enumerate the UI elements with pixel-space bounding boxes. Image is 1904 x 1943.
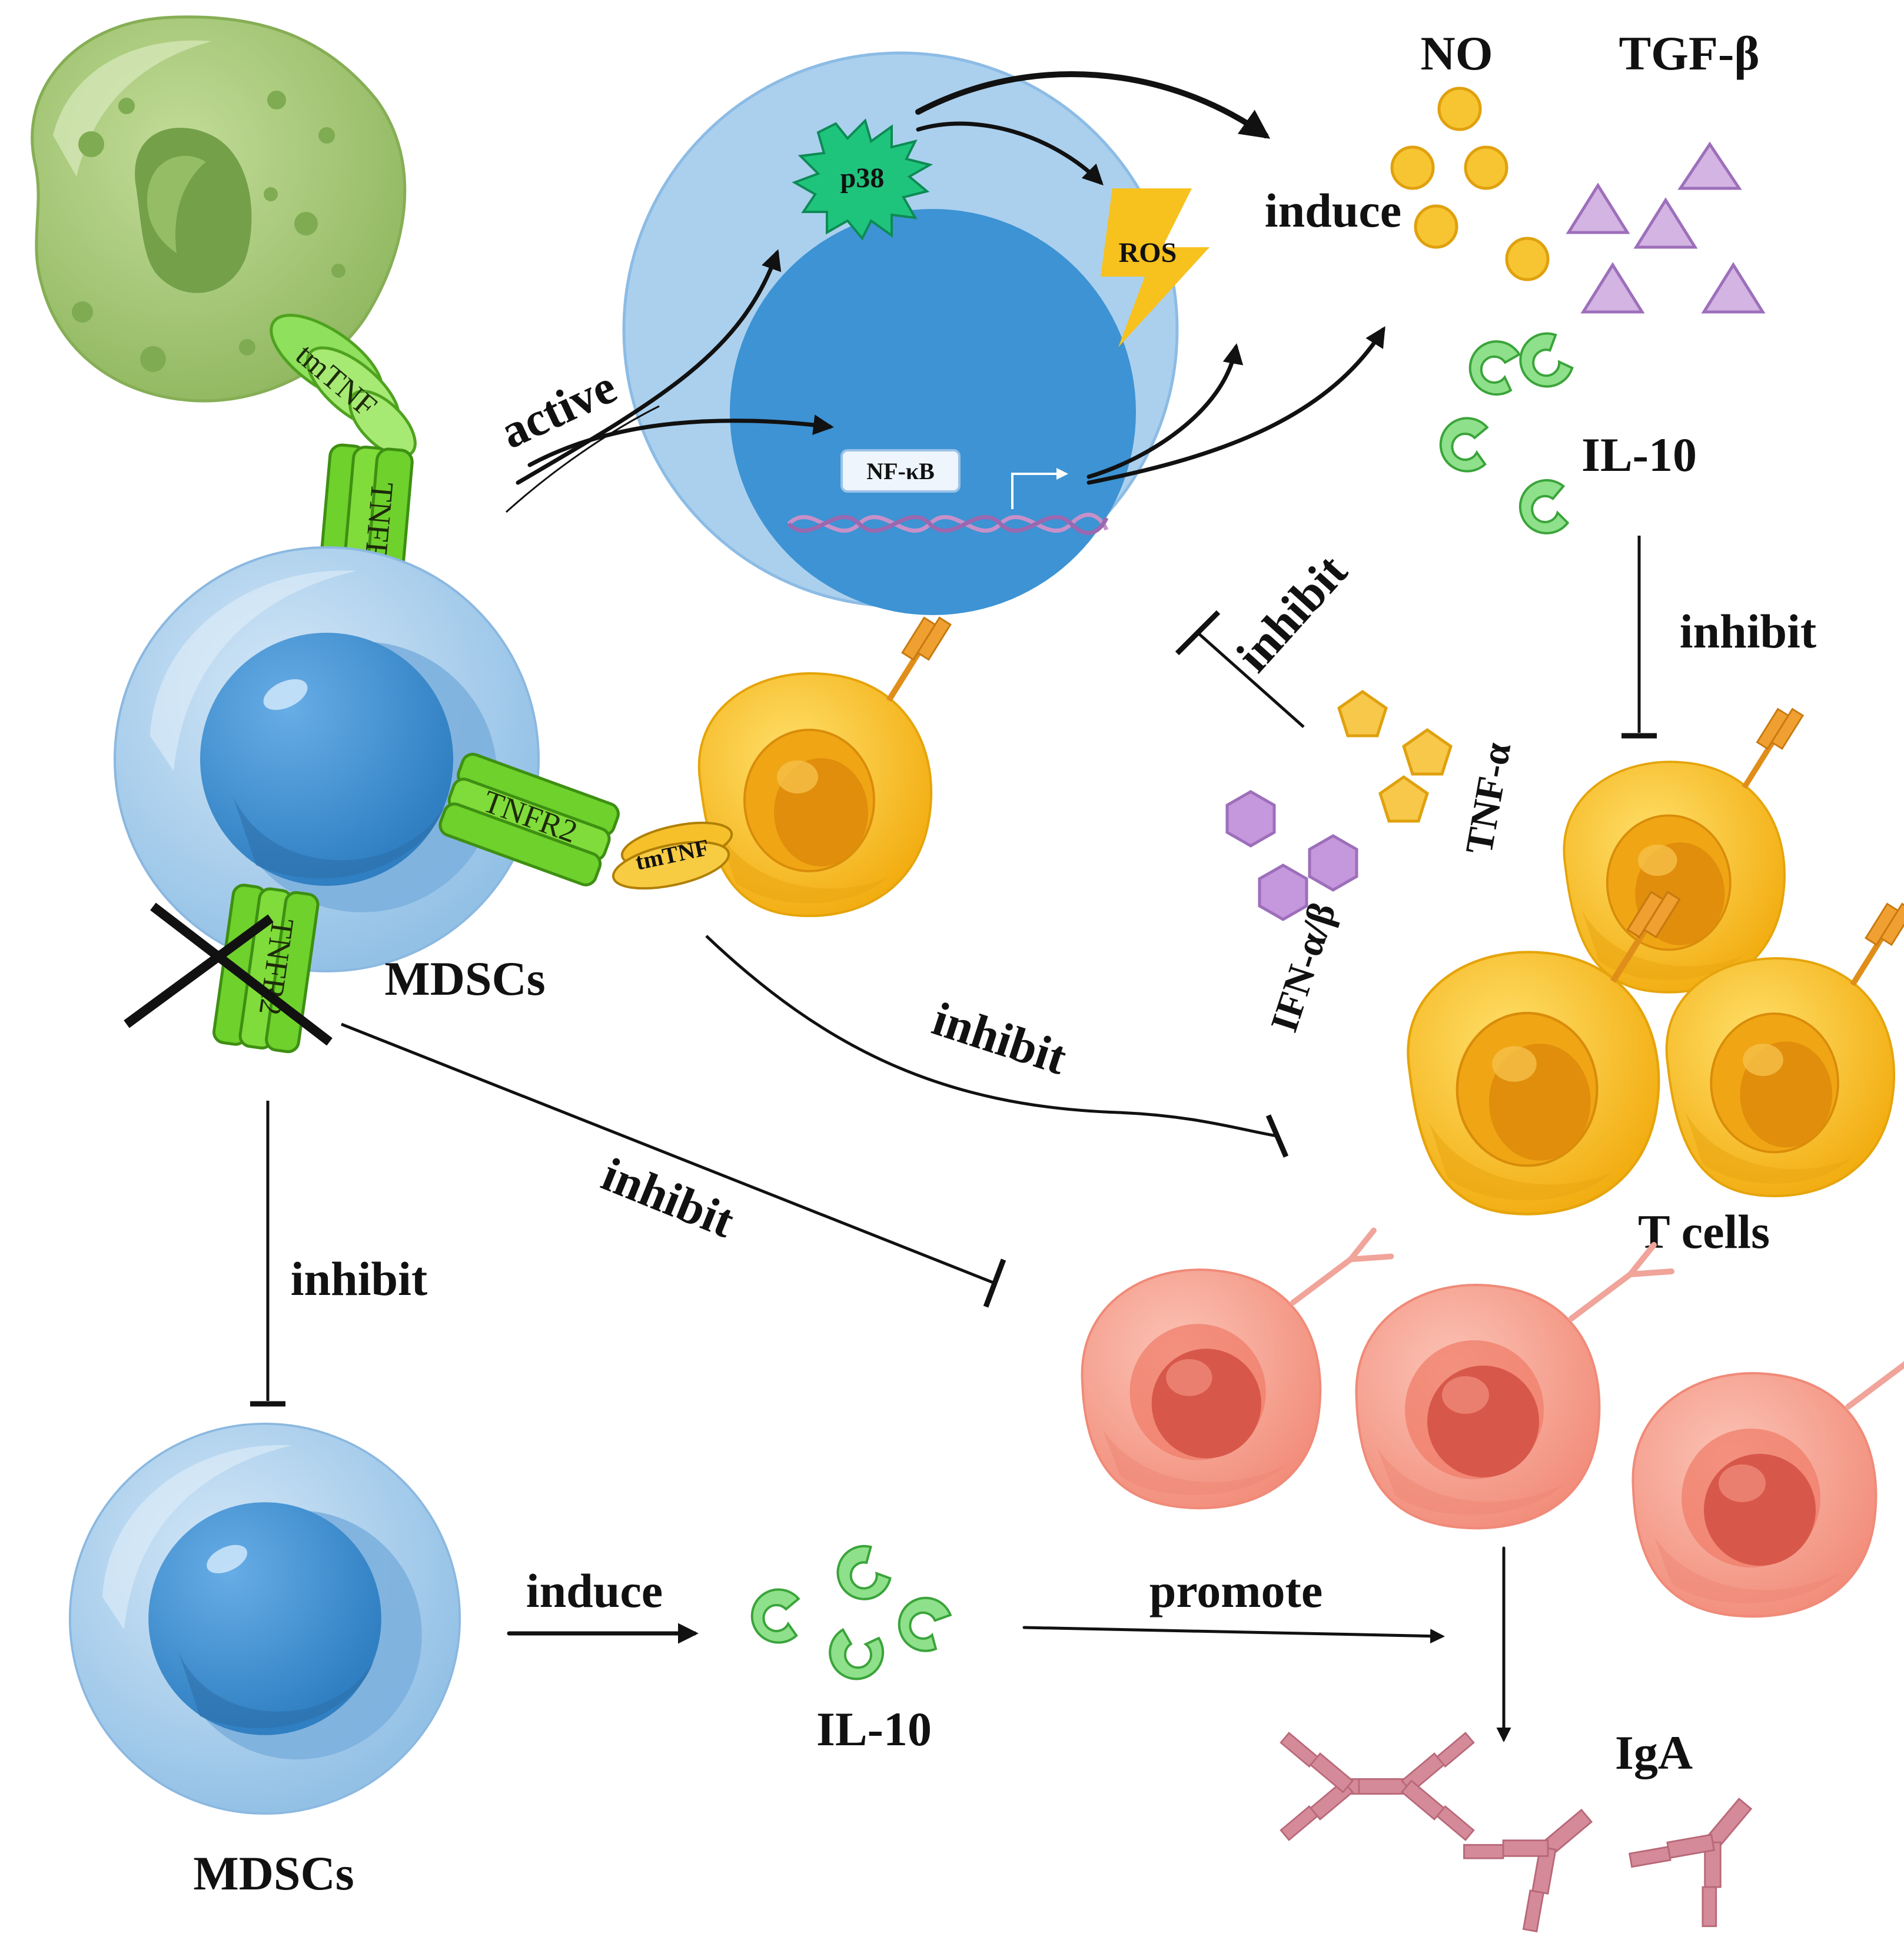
ros-lightning-icon [1101, 188, 1209, 347]
mdsc-center-label: MDSCs [384, 952, 545, 1005]
induce-bottom-label: induce [526, 1564, 663, 1617]
active-arrow-to-nfkb [527, 414, 834, 467]
no-label: NO [1421, 26, 1493, 80]
cytokine-inhibit-bar [1175, 610, 1221, 656]
dna-helix-icon [787, 513, 1109, 535]
promote-arrow [1022, 1626, 1445, 1644]
il10-bottom-molecules-icon [743, 1539, 962, 1690]
bcell-right-icon [1633, 1333, 1904, 1616]
tmtnf-right-icon [612, 821, 733, 890]
active-label: active [492, 360, 624, 459]
mdsc-bcell-inhibit-bar [983, 1258, 1006, 1308]
il10-top-molecules-icon [1432, 328, 1576, 539]
induce-top-label: induce [1265, 184, 1401, 237]
mdsc-bcell-inhibit-line [341, 1022, 995, 1285]
tnfa-label: TNF-α [1457, 739, 1519, 858]
tcell-attached-icon [699, 617, 951, 916]
tcells-label: T cells [1638, 1205, 1770, 1258]
iga-antibody-icon [1280, 1732, 1789, 1938]
inhibit-bcells-label: inhibit [594, 1147, 742, 1248]
nfkb-to-mediators-arrow [1086, 326, 1385, 485]
nfkb-label: NF-κB [866, 458, 935, 484]
ros-label: ROS [1119, 237, 1177, 268]
bcell-left-icon [1082, 1231, 1391, 1509]
macrophage-cell-icon [31, 15, 407, 403]
tnfr2-right-icon [438, 752, 620, 886]
cross-mark-icon [124, 902, 333, 1046]
p38-to-mediators-arrow [915, 71, 1271, 139]
promote-label: promote [1149, 1564, 1323, 1617]
promoter-arrow [1011, 473, 1056, 509]
tnfa-molecules-icon [1337, 689, 1453, 823]
tgfb-label: TGF-β [1619, 26, 1759, 80]
mdsc-tcell-inhibit-line [705, 935, 1278, 1138]
tmtnf-top-icon [270, 314, 417, 458]
iga-label: IgA [1615, 1726, 1693, 1779]
inhibit-right-label: inhibit [1680, 605, 1816, 658]
inhibit-center-label: inhibit [1226, 544, 1357, 682]
ifn-molecules-icon [1225, 790, 1358, 921]
active-stem-line [505, 405, 660, 513]
mdsc-bottom-icon [68, 1422, 461, 1815]
cytokine-inhibit-line [1197, 632, 1305, 728]
tnfr2-bottom-icon [212, 884, 320, 1054]
mdsc-bottom-label: MDSCs [193, 1846, 354, 1900]
ifn-label: IFN-α/β [1262, 898, 1344, 1037]
no-molecules-icon [1390, 87, 1550, 281]
bcell-middle-icon [1356, 1245, 1672, 1528]
tcell-top-icon [1564, 709, 1803, 992]
p38-to-ros-arrow [916, 121, 1104, 185]
mdsc-tcell-inhibit-bar [1265, 1114, 1289, 1158]
il10-top-label: IL-10 [1581, 428, 1697, 481]
promoter-arrowhead [1056, 468, 1068, 480]
active-arrow-to-p38 [516, 249, 782, 485]
nfkb-to-cell-arrow [1086, 343, 1244, 479]
tgfb-molecules-icon [1566, 141, 1766, 314]
inhibit-tcells-label: inhibit [926, 992, 1073, 1085]
signaling-cell-icon [622, 51, 1179, 615]
p38-starburst-icon [792, 118, 933, 241]
nfkb-box [840, 449, 961, 493]
inhibit-down-label: inhibit [291, 1252, 427, 1306]
tcell-left-icon [1408, 892, 1679, 1214]
il10-bottom-label: IL-10 [816, 1702, 932, 1756]
p38-label: p38 [840, 162, 885, 194]
